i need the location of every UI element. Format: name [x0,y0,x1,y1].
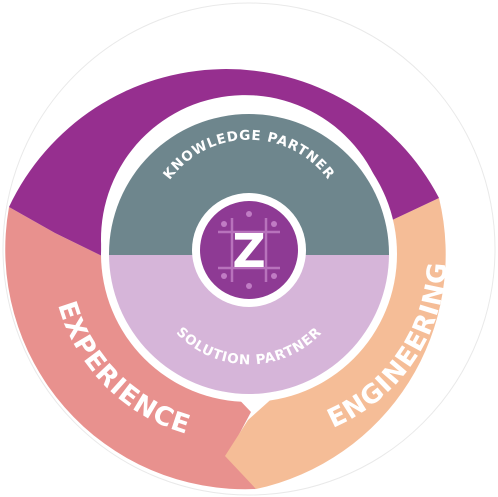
knowledge-partner-half [109,114,389,255]
logo-letter: Z [232,224,265,278]
solution-partner-half [109,255,389,394]
experience-segment [5,207,257,490]
logo-grid-dots [221,211,277,289]
logo-grid-pattern [218,218,280,282]
business-segment [9,69,439,256]
